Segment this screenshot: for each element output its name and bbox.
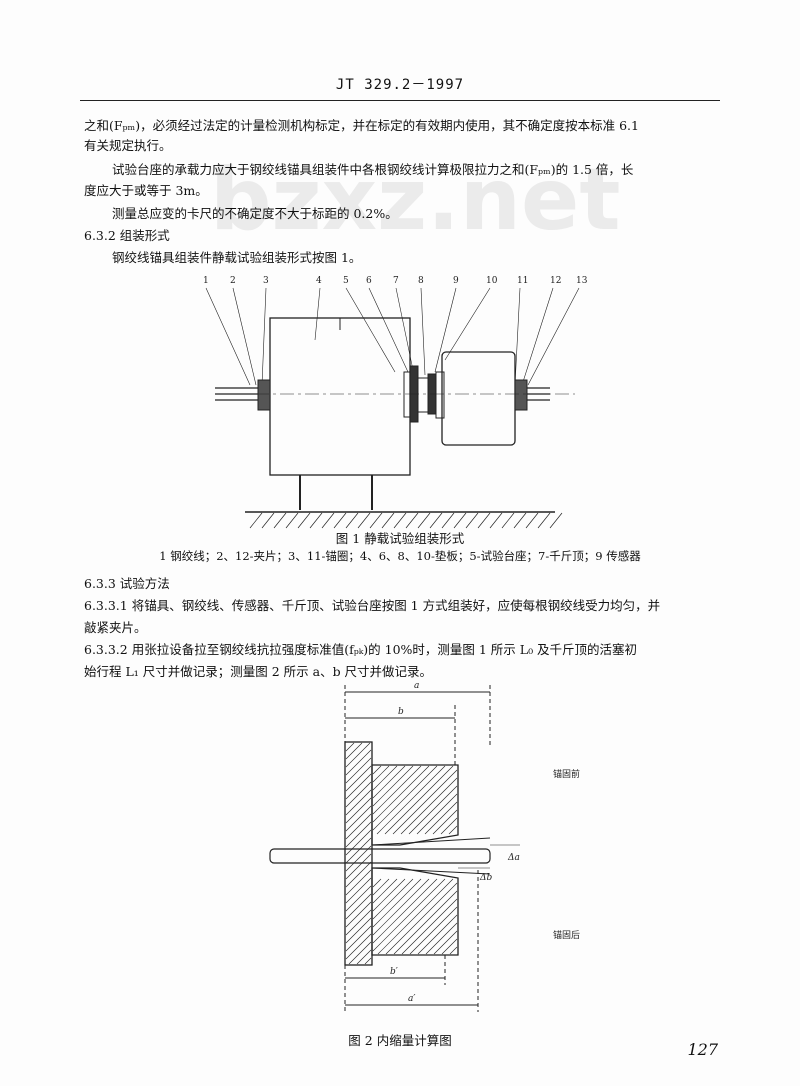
paragraph-line: 始行程 L₁ 尺寸并做记录；测量图 2 所示 a、b 尺寸并做记录。 xyxy=(84,664,433,679)
callout-13: 13 xyxy=(576,276,588,286)
strand-section xyxy=(269,848,491,864)
callout-2: 2 xyxy=(230,276,236,286)
paragraph-line: 测量总应变的卡尺的不确定度不大于标距的 0.2%。 xyxy=(112,206,398,221)
test-bed xyxy=(269,317,411,476)
jack xyxy=(441,351,516,446)
callout-1: 1 xyxy=(203,276,209,286)
callout-7: 7 xyxy=(393,276,399,286)
paragraph-line: 有关规定执行。 xyxy=(84,138,172,153)
bearing-plate-section xyxy=(344,741,373,966)
callout-12: 12 xyxy=(550,276,561,286)
header-rule xyxy=(80,100,720,101)
callout-5: 5 xyxy=(343,276,349,286)
watermark: bzxz.net xyxy=(210,150,621,250)
figure-2-drawing: a b Δa Δb b′ a′ 锚固前 锚固后 xyxy=(269,681,580,1012)
bearing-plate xyxy=(403,371,411,418)
leader-lines xyxy=(205,287,580,386)
dim-b-prime-label: b′ xyxy=(390,967,398,977)
section-heading: 6.3.2 组装形式 xyxy=(84,228,170,243)
section-heading: 6.3.3 试验方法 xyxy=(84,576,170,591)
callout-11: 11 xyxy=(517,276,528,286)
callout-4: 4 xyxy=(316,276,322,286)
figure-1-caption: 图 1 静载试验组装形式 xyxy=(335,531,465,546)
callout-10: 10 xyxy=(486,276,498,286)
callout-3: 3 xyxy=(263,276,269,286)
anchor-lower xyxy=(371,867,459,956)
callout-6: 6 xyxy=(366,276,372,286)
paragraph-line: 之和(Fₚₘ)，必须经过法定的计量检测机构标定，并在标定的有效期内使用，其不确定… xyxy=(84,118,639,133)
page-number: 127 xyxy=(687,1040,718,1059)
before-anchoring-label: 锚固前 xyxy=(553,768,580,780)
paragraph-line: 钢绞线锚具组装件静载试验组装形式按图 1。 xyxy=(112,250,362,265)
ground-hatch xyxy=(249,512,563,529)
figure-1-callout-labels: 1 2 3 4 5 6 7 8 9 10 11 12 13 xyxy=(203,276,588,286)
delta-b-label: Δb xyxy=(479,873,492,883)
figure-2-caption: 图 2 内缩量计算图 xyxy=(348,1033,452,1048)
anchor-upper xyxy=(371,764,459,846)
standard-header: JT 329.2－1997 xyxy=(335,77,465,93)
delta-a-label: Δa xyxy=(507,853,520,863)
dim-b-label: b xyxy=(398,707,404,717)
figure-1-legend: 1 钢绞线；2、12-夹片；3、11-锚圈；4、6、8、10-垫板；5-试验台座… xyxy=(159,549,641,563)
dim-a-prime-label: a′ xyxy=(408,994,415,1004)
callout-8: 8 xyxy=(418,276,424,286)
after-anchoring-label: 锚固后 xyxy=(553,929,580,941)
paragraph-line: 度应大于或等于 3m。 xyxy=(84,183,208,198)
paragraph-line: 6.3.3.1 将锚具、钢绞线、传感器、千斤顶、试验台座按图 1 方式组装好，应… xyxy=(84,598,661,613)
dim-a-label: a xyxy=(414,681,419,691)
paragraph-line: 敲紧夹片。 xyxy=(84,620,147,635)
callout-9: 9 xyxy=(453,276,459,286)
paragraph-line: 试验台座的承载力应大于钢绞线锚具组装件中各根钢绞线计算极限拉力之和(Fₚₘ)的 … xyxy=(112,162,634,177)
paragraph-line: 6.3.3.2 用张拉设备拉至钢绞线抗拉强度标准值(fₚₖ)的 10%时，测量图… xyxy=(84,642,638,657)
